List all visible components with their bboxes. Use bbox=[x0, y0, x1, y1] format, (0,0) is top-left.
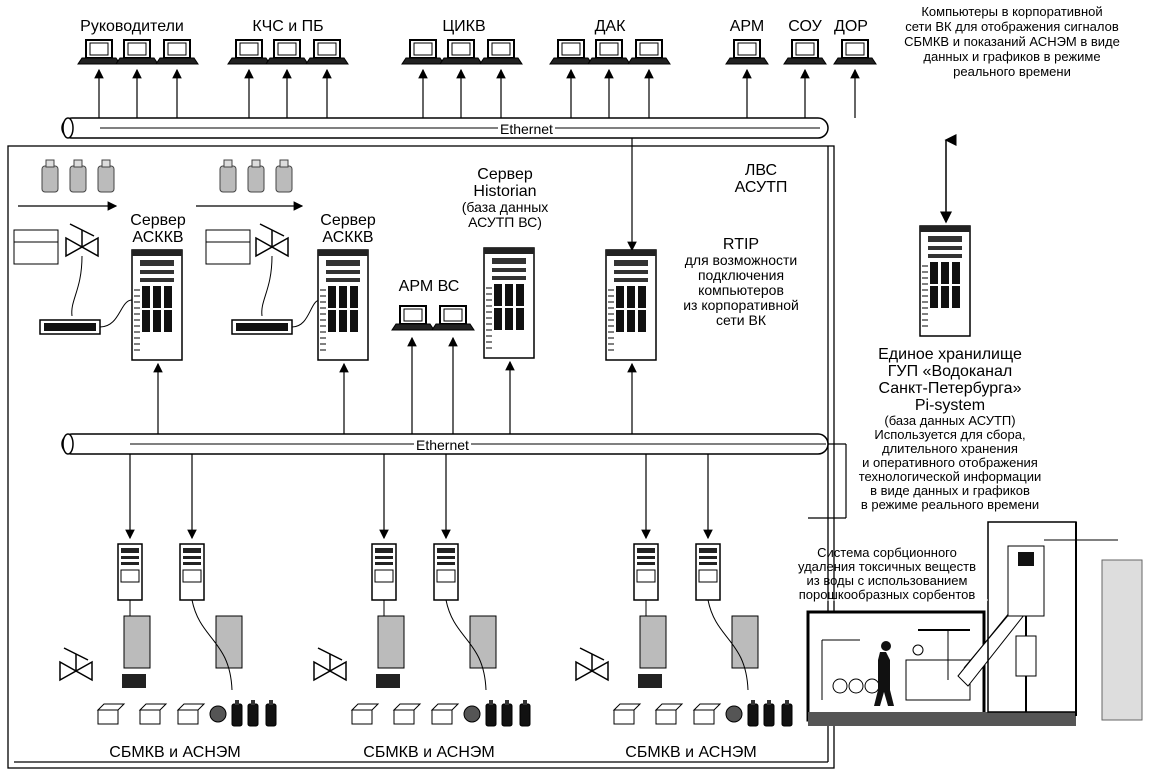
ethernet-bus-top bbox=[61, 117, 829, 139]
station-drop-arrows bbox=[125, 454, 713, 540]
askkv-server-1-label: Сервер АСККВ bbox=[130, 212, 186, 246]
askkv-station-1 bbox=[13, 159, 183, 361]
group-label-dor: ДОР bbox=[834, 18, 868, 35]
historian-server bbox=[483, 247, 535, 359]
ethernet-bottom-label: Ethernet bbox=[414, 437, 471, 453]
lan-label: ЛВС АСУТП bbox=[734, 162, 788, 196]
ethernet-top-label: Ethernet bbox=[498, 121, 555, 137]
group-label-cikv: ЦИКВ bbox=[442, 18, 486, 35]
storage-label: Единое хранилище ГУП «Водоканал Санкт-Пе… bbox=[878, 346, 1022, 414]
corporate-laptops bbox=[77, 39, 877, 65]
sorption-system-illustration bbox=[806, 521, 1143, 726]
field-station-1 bbox=[59, 543, 277, 727]
group-label-dak: ДАК bbox=[594, 18, 626, 35]
station-label-1: СБМКВ и АСНЭМ bbox=[109, 744, 241, 761]
station-label-3: СБМКВ и АСНЭМ bbox=[625, 744, 757, 761]
storage-server bbox=[919, 225, 971, 337]
field-station-3 bbox=[575, 543, 793, 727]
arm-vs-laptops bbox=[391, 305, 475, 331]
askkv-station-2 bbox=[196, 159, 369, 361]
bus-to-storage bbox=[808, 443, 847, 519]
askkv-server-2-label: Сервер АСККВ bbox=[320, 212, 376, 246]
arm-vs-label: АРМ ВС bbox=[398, 278, 460, 295]
group-label-arm: АРМ bbox=[729, 18, 765, 35]
corporate-note: Компьютеры в корпоративной сети ВК для о… bbox=[904, 4, 1120, 79]
storage-description: (база данных АСУТП) Используется для сбо… bbox=[858, 413, 1042, 512]
rtip-server bbox=[605, 249, 657, 361]
group-label-sou: СОУ bbox=[788, 18, 822, 35]
sorption-system-label: Система сорбционного удаления токсичных … bbox=[798, 545, 976, 602]
server-bus-arrows bbox=[153, 336, 637, 434]
field-station-2 bbox=[313, 543, 531, 727]
historian-label: Сервер Historian (база данных АСУТП ВС) bbox=[461, 166, 549, 230]
group-label-kchs-pb: КЧС и ПБ bbox=[252, 18, 324, 35]
laptop-arrows bbox=[94, 68, 860, 118]
group-label-rukovoditeli: Руководители bbox=[80, 18, 184, 35]
rtip-label: RTIP для возможности подключения компьют… bbox=[683, 236, 799, 328]
station-label-2: СБМКВ и АСНЭМ bbox=[363, 744, 495, 761]
